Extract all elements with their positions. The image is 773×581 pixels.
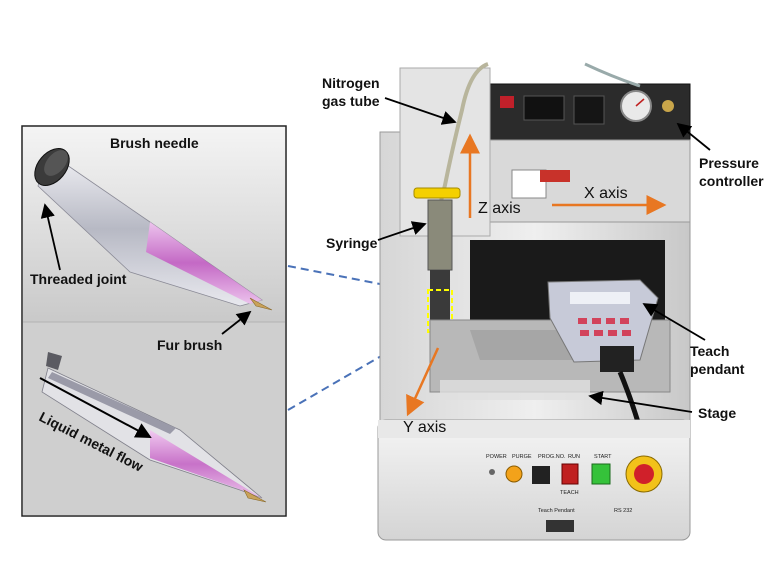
purge-label: PURGE — [512, 454, 532, 460]
brush-needle-label: Brush needle — [110, 135, 199, 151]
run-label: RUN — [568, 454, 580, 460]
nitrogen-label-line1: Nitrogen — [322, 75, 380, 91]
rs232-label: RS 232 — [614, 508, 632, 514]
threaded-joint-label: Threaded joint — [30, 271, 127, 287]
run-teach-switch — [562, 464, 578, 484]
power-indicator — [489, 469, 495, 475]
teach-pendant-port-label: Teach Pendant — [538, 508, 575, 514]
pressure-label-line1: Pressure — [699, 155, 759, 171]
x-axis-label: X axis — [584, 185, 628, 202]
y-axis-label: Y axis — [403, 419, 446, 436]
teach-label-line2: pendant — [690, 361, 745, 377]
start-button — [592, 464, 610, 484]
nitrogen-label-line2: gas tube — [322, 93, 380, 109]
purge-button — [506, 466, 522, 482]
z-axis-label: Z axis — [478, 200, 521, 217]
syringe — [428, 200, 452, 270]
teach-label: TEACH — [560, 490, 579, 496]
inset-panel: Brush needle Threaded joint Fur brush Li… — [22, 126, 286, 516]
prog-no-label: PROG.NO. — [538, 454, 566, 460]
teach-pendant-port — [546, 520, 574, 532]
teach-label-line1: Teach — [690, 343, 729, 359]
syringe-label: Syringe — [326, 235, 378, 251]
power-label: POWER — [486, 454, 507, 460]
start-label: START — [594, 454, 612, 460]
stage-label: Stage — [698, 405, 736, 421]
fur-brush-label: Fur brush — [157, 337, 222, 353]
dispensing-robot: POWER PURGE PROG.NO. RUN START TEACH Tea… — [378, 64, 690, 540]
pressure-label-line2: controller — [699, 173, 764, 189]
prog-no-switch — [532, 466, 550, 484]
emergency-stop-button — [634, 464, 654, 484]
